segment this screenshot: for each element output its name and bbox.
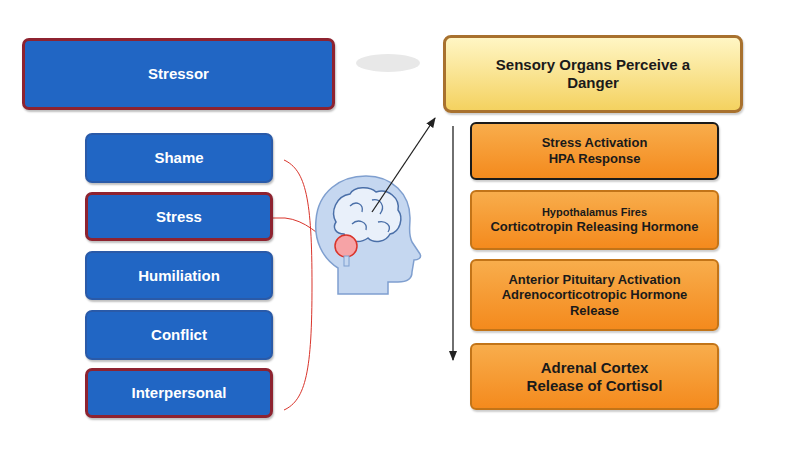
process-box: Adrenal CortexRelease of Cortisol (470, 343, 719, 410)
box-label: Stress (156, 208, 202, 226)
sequence-arrow (452, 126, 453, 360)
stressor-box: Shame (85, 133, 273, 183)
stressor-box: Interpersonal (85, 368, 273, 418)
box-sublabel: Adrenocorticotropic Hormone Release (487, 287, 702, 318)
box-label: Interpersonal (131, 384, 226, 402)
stressor-box: Stress (85, 192, 273, 241)
stressor-box: Stressor (22, 38, 335, 110)
box-label: Humiliation (138, 267, 220, 285)
box-label: Stress Activation (542, 135, 648, 151)
head-icon (316, 176, 421, 294)
perception-box: Sensory Organs Perceive a Danger (443, 35, 743, 113)
box-sublabel: Release of Cortisol (527, 377, 663, 395)
grey-blob (356, 54, 420, 72)
stressor-box: Conflict (85, 310, 273, 360)
box-label: Stressor (148, 65, 209, 83)
bracket (284, 160, 312, 410)
stressor-box: Humiliation (85, 251, 273, 300)
box-label: Adrenal Cortex (541, 359, 649, 377)
box-label: Conflict (151, 326, 207, 344)
box-label: Sensory Organs Perceive a Danger (468, 56, 718, 92)
box-label: Hypothalamus Fires (542, 206, 647, 219)
process-box: Hypothalamus FiresCorticotropin Releasin… (470, 190, 719, 250)
box-sublabel: HPA Response (549, 151, 641, 167)
perception-arrow (372, 118, 435, 212)
process-box: Stress ActivationHPA Response (470, 122, 719, 180)
box-label: Anterior Pituitary Activation (508, 272, 680, 288)
box-label: Shame (154, 149, 203, 167)
box-sublabel: Corticotropin Releasing Hormone (490, 219, 698, 235)
process-box: Anterior Pituitary ActivationAdrenocorti… (470, 259, 719, 331)
